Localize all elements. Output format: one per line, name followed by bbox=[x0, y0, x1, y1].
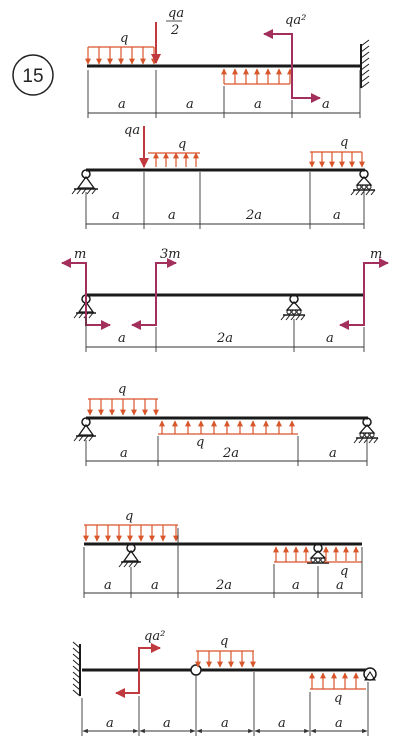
problem-number-badge: 15 bbox=[12, 54, 54, 96]
pin-support-left bbox=[71, 169, 98, 195]
dim-label-a: a bbox=[336, 578, 344, 593]
dimension-line-6 bbox=[81, 672, 369, 736]
force-label-qa: qa bbox=[124, 123, 140, 138]
dim-label-a: a bbox=[106, 716, 114, 731]
pin-support bbox=[118, 543, 141, 568]
dim-label-a: a bbox=[112, 208, 120, 223]
pin-support-left bbox=[73, 417, 96, 442]
hinge bbox=[190, 664, 202, 676]
load-label-q: q bbox=[334, 691, 342, 706]
load-label-q: q bbox=[220, 634, 228, 649]
moment-m-right bbox=[339, 258, 389, 330]
distributed-load-q-2a bbox=[158, 420, 298, 435]
force-label-qa-half-den: 2 bbox=[170, 23, 179, 38]
dim-label-a: a bbox=[120, 446, 128, 461]
beam-diagram-5: q q a a 2a a bbox=[83, 509, 363, 598]
roller-support-right bbox=[350, 169, 376, 196]
load-label-q: q bbox=[120, 31, 128, 46]
moment-qa2 bbox=[115, 643, 161, 698]
dim-label-a: a bbox=[333, 208, 341, 223]
distributed-load-q bbox=[148, 152, 200, 167]
moment-label-qa2: qa² bbox=[285, 13, 306, 28]
dim-label-a: a bbox=[278, 716, 286, 731]
beam-diagram-6: qa² q q bbox=[72, 629, 377, 736]
dimension-line-1 bbox=[87, 70, 361, 118]
dim-label-a: a bbox=[163, 716, 171, 731]
beam-diagram-4: q q a 2a a bbox=[73, 382, 379, 466]
roller-support-right bbox=[353, 417, 379, 444]
dim-label-a: a bbox=[118, 97, 126, 112]
load-label-q: q bbox=[118, 382, 126, 397]
roller-support bbox=[307, 543, 329, 564]
dim-label-a: a bbox=[292, 578, 300, 593]
dim-label-a: a bbox=[326, 331, 334, 346]
roller-support-mid bbox=[280, 294, 306, 321]
distributed-load-q bbox=[195, 650, 256, 668]
load-label-q: q bbox=[340, 135, 348, 150]
moment-label-qa2: qa² bbox=[144, 629, 165, 644]
dimension-line-5 bbox=[83, 528, 363, 598]
dim-label-a: a bbox=[118, 331, 126, 346]
moment-label-m: m bbox=[370, 247, 382, 262]
beam-diagram-2: qa q q a bbox=[71, 123, 376, 229]
dimension-line-2 bbox=[85, 172, 365, 229]
dim-label-2a: 2a bbox=[222, 446, 239, 461]
dim-label-a: a bbox=[168, 208, 176, 223]
dim-label-a: a bbox=[151, 578, 159, 593]
moment-label-m: m bbox=[74, 247, 86, 262]
distributed-load-q-right bbox=[309, 672, 366, 690]
distributed-load-down bbox=[323, 546, 362, 563]
dim-label-a: a bbox=[186, 97, 194, 112]
load-label-q: q bbox=[125, 509, 133, 524]
moment-m-left bbox=[61, 258, 111, 330]
moment-3m bbox=[131, 258, 177, 330]
distributed-load-q-right bbox=[309, 151, 365, 168]
distributed-load-mid bbox=[221, 68, 293, 85]
fixed-support-right bbox=[360, 39, 370, 89]
beam-diagram-3: m 3m m a 2a a bbox=[61, 247, 389, 352]
dim-label-2a: 2a bbox=[215, 578, 232, 593]
distributed-load-up bbox=[273, 546, 312, 563]
distributed-load-q bbox=[87, 398, 159, 416]
dim-label-a: a bbox=[335, 716, 343, 731]
load-label-q: q bbox=[196, 435, 204, 450]
dim-label-a: a bbox=[104, 578, 112, 593]
dimension-line-3 bbox=[85, 317, 365, 352]
problem-number: 15 bbox=[22, 66, 43, 87]
moment-qa2 bbox=[263, 29, 321, 103]
load-label-q: q bbox=[178, 137, 186, 152]
distributed-load-q bbox=[83, 524, 179, 542]
moment-label-3m: 3m bbox=[160, 247, 181, 262]
dim-label-a: a bbox=[329, 446, 337, 461]
distributed-load-q bbox=[85, 46, 157, 65]
beam-diagram-1: q qa 2 qa² bbox=[85, 6, 370, 118]
dimension-line-4 bbox=[85, 436, 368, 466]
dim-label-2a: 2a bbox=[245, 208, 262, 223]
dim-label-2a: 2a bbox=[216, 331, 233, 346]
dim-label-a: a bbox=[221, 716, 229, 731]
load-label-q: q bbox=[340, 564, 348, 579]
dim-label-a: a bbox=[254, 97, 262, 112]
end-support-right bbox=[363, 667, 377, 681]
dim-label-a: a bbox=[322, 97, 330, 112]
fixed-support-left bbox=[72, 641, 81, 697]
force-label-qa-half-num: qa bbox=[168, 6, 184, 21]
